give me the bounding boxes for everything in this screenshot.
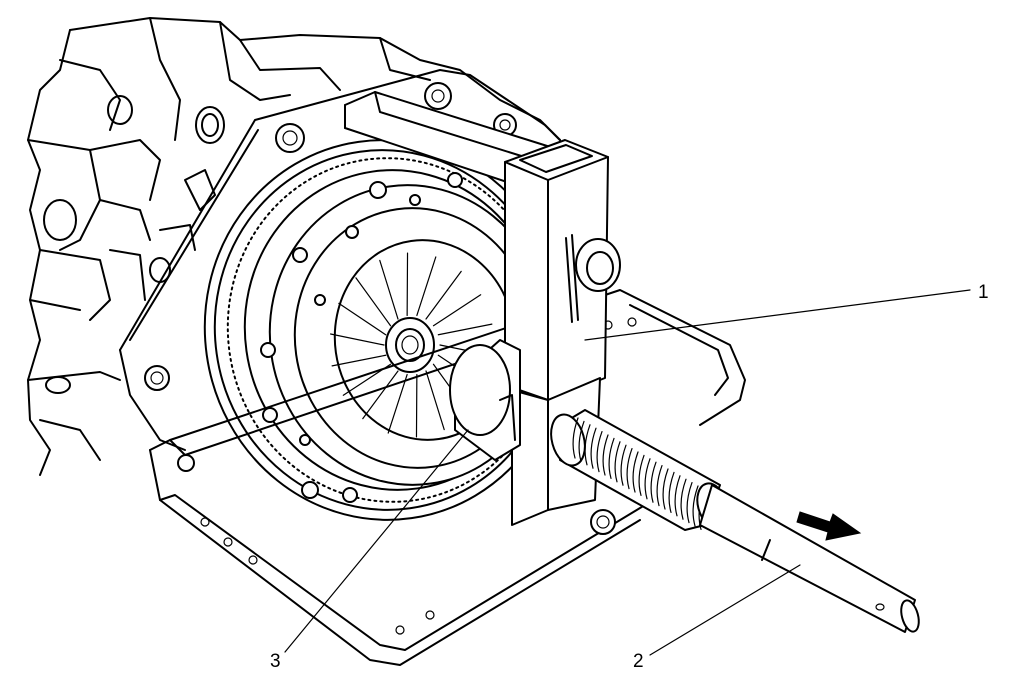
screw-thread [596,431,603,473]
leader-line-1 [584,289,971,341]
leader-line-2 [649,564,801,656]
spring-finger [331,354,387,367]
screw-thread [680,478,687,520]
screw-thread [608,437,615,479]
screw-thread [644,458,651,500]
spring-finger [355,277,392,327]
spring-finger [425,270,462,320]
screw-thread [656,465,663,507]
spring-finger [329,333,385,346]
leader-line-3 [284,429,469,653]
screw-thread [620,444,627,486]
screw-thread [626,448,633,490]
screw-thread [638,454,645,496]
engine-block [27,17,561,476]
screw-thread [584,424,591,466]
screw-thread [692,485,699,527]
leader-lines [284,289,971,656]
screw-thread [578,420,585,462]
pilot-hub [385,317,435,373]
bearing-adapter [449,339,521,461]
callout-3: 3 [270,651,281,672]
screw-thread [686,482,693,524]
spring-finger [437,323,493,336]
screw-thread [650,461,657,503]
screw-thread [662,468,669,510]
threaded-screw [550,409,920,633]
spring-finger [432,294,482,327]
spring-finger [387,373,408,434]
callout-2: 2 [633,651,644,672]
screw-thread [632,451,639,493]
screw-thread [602,434,609,476]
arrow-right-icon [796,511,862,541]
spring-finger [425,370,445,431]
spring-finger [416,256,437,317]
spring-finger [379,259,399,320]
callout-1: 1 [978,282,989,303]
screw-thread [668,471,675,513]
spring-finger [362,370,399,420]
screw-thread [674,475,681,517]
spring-finger [338,302,387,336]
screw-thread [590,427,597,469]
screw-thread [572,417,579,459]
screw-thread [614,441,621,483]
